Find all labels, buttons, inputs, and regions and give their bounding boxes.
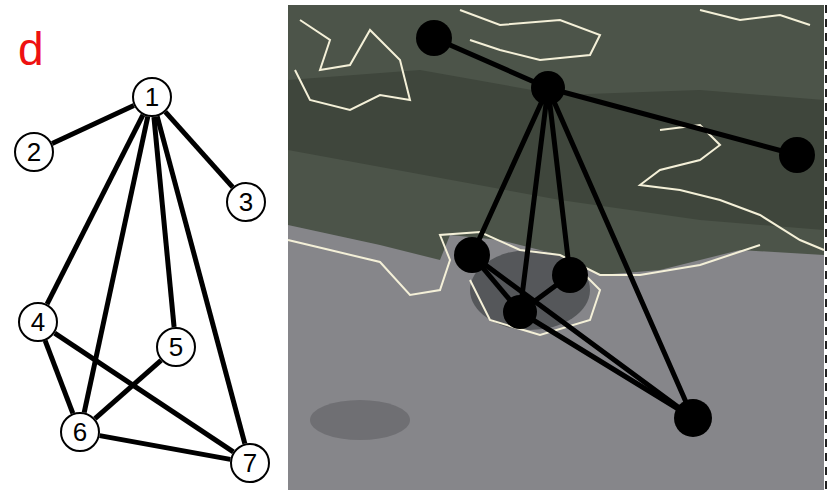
node-circle: 6 <box>60 412 100 452</box>
photo-road <box>288 225 824 490</box>
node-number: 4 <box>31 309 45 335</box>
node-number: 1 <box>145 84 159 110</box>
overlay-dots <box>416 20 815 437</box>
node-number: 3 <box>239 189 253 215</box>
node-circle: 5 <box>156 327 196 367</box>
node-circle: 3 <box>226 182 266 222</box>
node-circle: 4 <box>18 302 58 342</box>
overlay-graph <box>434 38 797 418</box>
panel-letter: d <box>18 26 44 72</box>
node-circle: 7 <box>230 443 270 483</box>
node-circle: 1 <box>132 77 172 117</box>
photo-background <box>288 5 824 490</box>
graph-edge <box>55 333 234 452</box>
node-number: 2 <box>27 139 41 165</box>
node-number: 7 <box>243 450 257 476</box>
segment-outline <box>288 10 824 335</box>
graph-edge <box>84 117 148 413</box>
graph-edge <box>45 341 73 414</box>
node-number: 6 <box>73 419 87 445</box>
dashed-border <box>825 5 827 490</box>
node-circle: 2 <box>14 132 54 172</box>
graph-edge <box>157 116 245 443</box>
node-number: 5 <box>169 334 183 360</box>
graph-edge <box>95 360 161 418</box>
graph-edge <box>52 105 134 143</box>
graph-edge <box>100 436 231 460</box>
photo-shadow <box>310 400 410 440</box>
